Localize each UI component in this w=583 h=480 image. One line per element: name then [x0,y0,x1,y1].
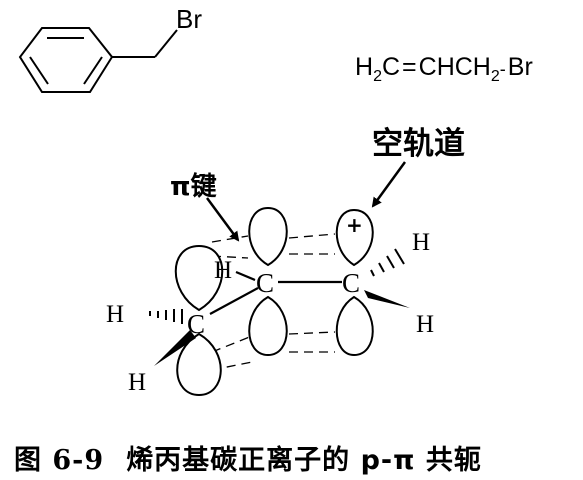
left-lower-lobe [176,332,222,397]
allyl-subscript-2b: 2 [491,68,500,85]
carbon-middle: C [256,268,274,298]
carbon-right: C [342,268,360,298]
pi-bond-label: π键 [170,171,217,202]
solid-wedge-right [364,290,410,308]
figure-caption: 图 6-9 烯丙基碳正离子的 p-π 共轭 [8,438,482,477]
orbital-diagram: 空轨道 π键 [106,126,465,397]
middle-upper-lobe [248,206,288,267]
hydrogen-lower-left: H [128,369,146,396]
aromatic-bond-2 [83,56,103,85]
caption-text: 烯丙基碳正离子的 p-π 共轭 [126,445,482,476]
hydrogen-left: H [106,301,124,328]
c-br-bond [154,29,178,58]
sigma-bonds [209,270,342,315]
p-orbital-lobes [174,206,374,397]
benzyl-bromide-structure [18,27,178,93]
hashed-wedge-right [370,248,405,277]
carbon-left: C [187,309,205,339]
pi-overlap-dashes [211,233,336,371]
hashed-wedge-left [149,309,183,324]
allyl-ch-group: CHCH [419,53,491,81]
allyl-double-bond: = [402,53,417,81]
empty-orbital-label: 空轨道 [372,126,465,162]
left-upper-lobe [174,244,224,312]
allyl-bromide-formula: H2C=CHCH2-Br [355,53,533,85]
hydrogen-upper-right: H [412,229,430,256]
positive-charge: + [346,213,363,237]
right-lower-lobe [335,295,374,357]
middle-lower-lobe [248,295,288,357]
aromatic-bond-3 [29,56,49,85]
empty-orbital-arrow [371,161,407,208]
allyl-h-atom: H [355,53,373,81]
benzyl-br-label: Br [176,4,202,34]
figure-number: 图 6-9 [14,445,105,476]
hydrogen-middle: H [214,257,232,284]
allyl-subscript-2a: 2 [373,68,382,85]
solid-wedge-left [154,330,196,366]
hydrogen-lower-right: H [416,311,434,338]
pi-bond-arrow [205,197,240,242]
allyl-br-atom: Br [508,53,533,81]
right-upper-lobe [335,208,374,267]
allyl-dash: - [500,59,506,79]
allyl-c-atom: C [382,53,400,81]
